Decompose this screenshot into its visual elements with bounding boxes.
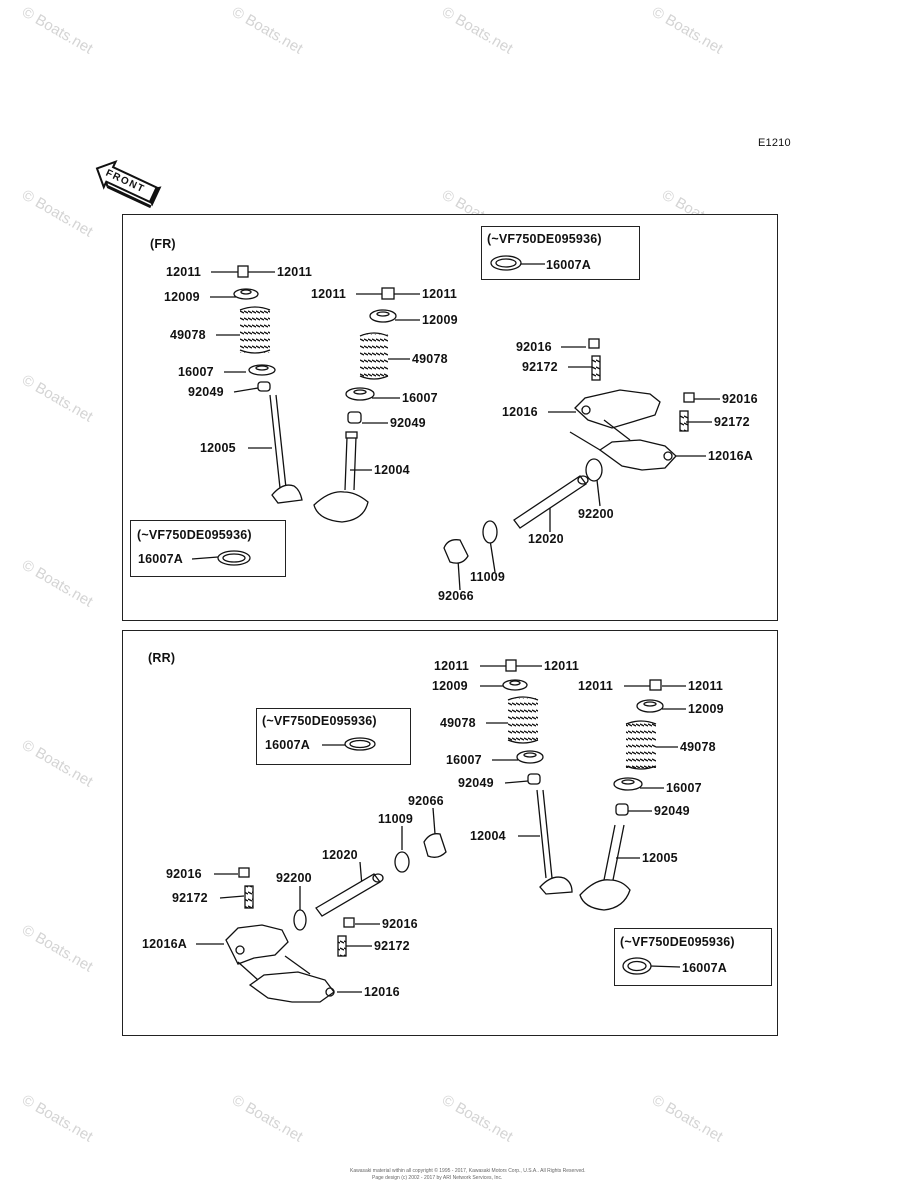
- part-number-label: 12011: [688, 679, 724, 693]
- part-number-label: 49078: [440, 716, 476, 730]
- diagram-code: E1210: [758, 137, 791, 149]
- part-number-label: 92172: [374, 939, 410, 953]
- part-number-label: 11009: [470, 570, 506, 584]
- part-number-label: 49078: [680, 740, 716, 754]
- callout-title: (~VF750DE095936): [137, 528, 252, 542]
- part-number-label: 12016A: [708, 449, 753, 463]
- part-number-label: 12004: [470, 829, 506, 843]
- part-number-label: 12004: [374, 463, 410, 477]
- part-number-label: 92200: [276, 871, 312, 885]
- part-number-label: 92172: [522, 360, 558, 374]
- part-number-label: 12016A: [142, 937, 187, 951]
- part-number-label: 12011: [311, 287, 347, 301]
- part-number-label: 92200: [578, 507, 614, 521]
- part-number-label: 49078: [412, 352, 448, 366]
- part-number-label: 12011: [578, 679, 614, 693]
- part-number-label: 12009: [688, 702, 724, 716]
- part-number-label: 12011: [544, 659, 580, 673]
- part-number-label: 12005: [200, 441, 236, 455]
- part-number-label: 92049: [654, 804, 690, 818]
- part-number-label: 12009: [432, 679, 468, 693]
- part-number-label: 16007: [178, 365, 214, 379]
- callout-part: 16007A: [546, 258, 591, 272]
- part-number-label: 92016: [382, 917, 418, 931]
- part-number-label: 92049: [188, 385, 224, 399]
- part-number-label: 92172: [172, 891, 208, 905]
- panel-title-rr: (RR): [148, 651, 176, 665]
- part-number-label: 12011: [422, 287, 458, 301]
- part-number-label: 12011: [434, 659, 470, 673]
- callout-box: [481, 226, 640, 280]
- part-number-label: 92016: [722, 392, 758, 406]
- footer-page-design: Page design (c) 2002 - 2017 by ARI Netwo…: [372, 1175, 503, 1181]
- part-number-label: 92049: [390, 416, 426, 430]
- part-number-label: 16007: [446, 753, 482, 767]
- part-number-label: 16007: [666, 781, 702, 795]
- part-number-label: 92016: [516, 340, 552, 354]
- part-number-label: 92016: [166, 867, 202, 881]
- footer-copyright: Kawasaki material within all copyright ©…: [350, 1168, 586, 1174]
- part-number-label: 92066: [438, 589, 474, 603]
- callout-title: (~VF750DE095936): [487, 232, 602, 246]
- part-number-label: 12011: [277, 265, 313, 279]
- callout-title: (~VF750DE095936): [262, 714, 377, 728]
- callout-part: 16007A: [265, 738, 310, 752]
- part-number-label: 12016: [502, 405, 538, 419]
- callout-box: [614, 928, 772, 986]
- callout-box: [256, 708, 411, 765]
- callout-title: (~VF750DE095936): [620, 935, 735, 949]
- callout-part: 16007A: [682, 961, 727, 975]
- part-number-label: 12005: [642, 851, 678, 865]
- part-number-label: 12020: [528, 532, 564, 546]
- panel-title-fr: (FR): [150, 237, 176, 251]
- part-number-label: 49078: [170, 328, 206, 342]
- part-number-label: 12009: [164, 290, 200, 304]
- part-number-label: 92172: [714, 415, 750, 429]
- part-number-label: 92049: [458, 776, 494, 790]
- part-number-label: 92066: [408, 794, 444, 808]
- part-number-label: 12016: [364, 985, 400, 999]
- part-number-label: 12011: [166, 265, 202, 279]
- part-number-label: 11009: [378, 812, 414, 826]
- callout-part: 16007A: [138, 552, 183, 566]
- part-number-label: 16007: [402, 391, 438, 405]
- callout-box: [130, 520, 286, 577]
- part-number-label: 12009: [422, 313, 458, 327]
- part-number-label: 12020: [322, 848, 358, 862]
